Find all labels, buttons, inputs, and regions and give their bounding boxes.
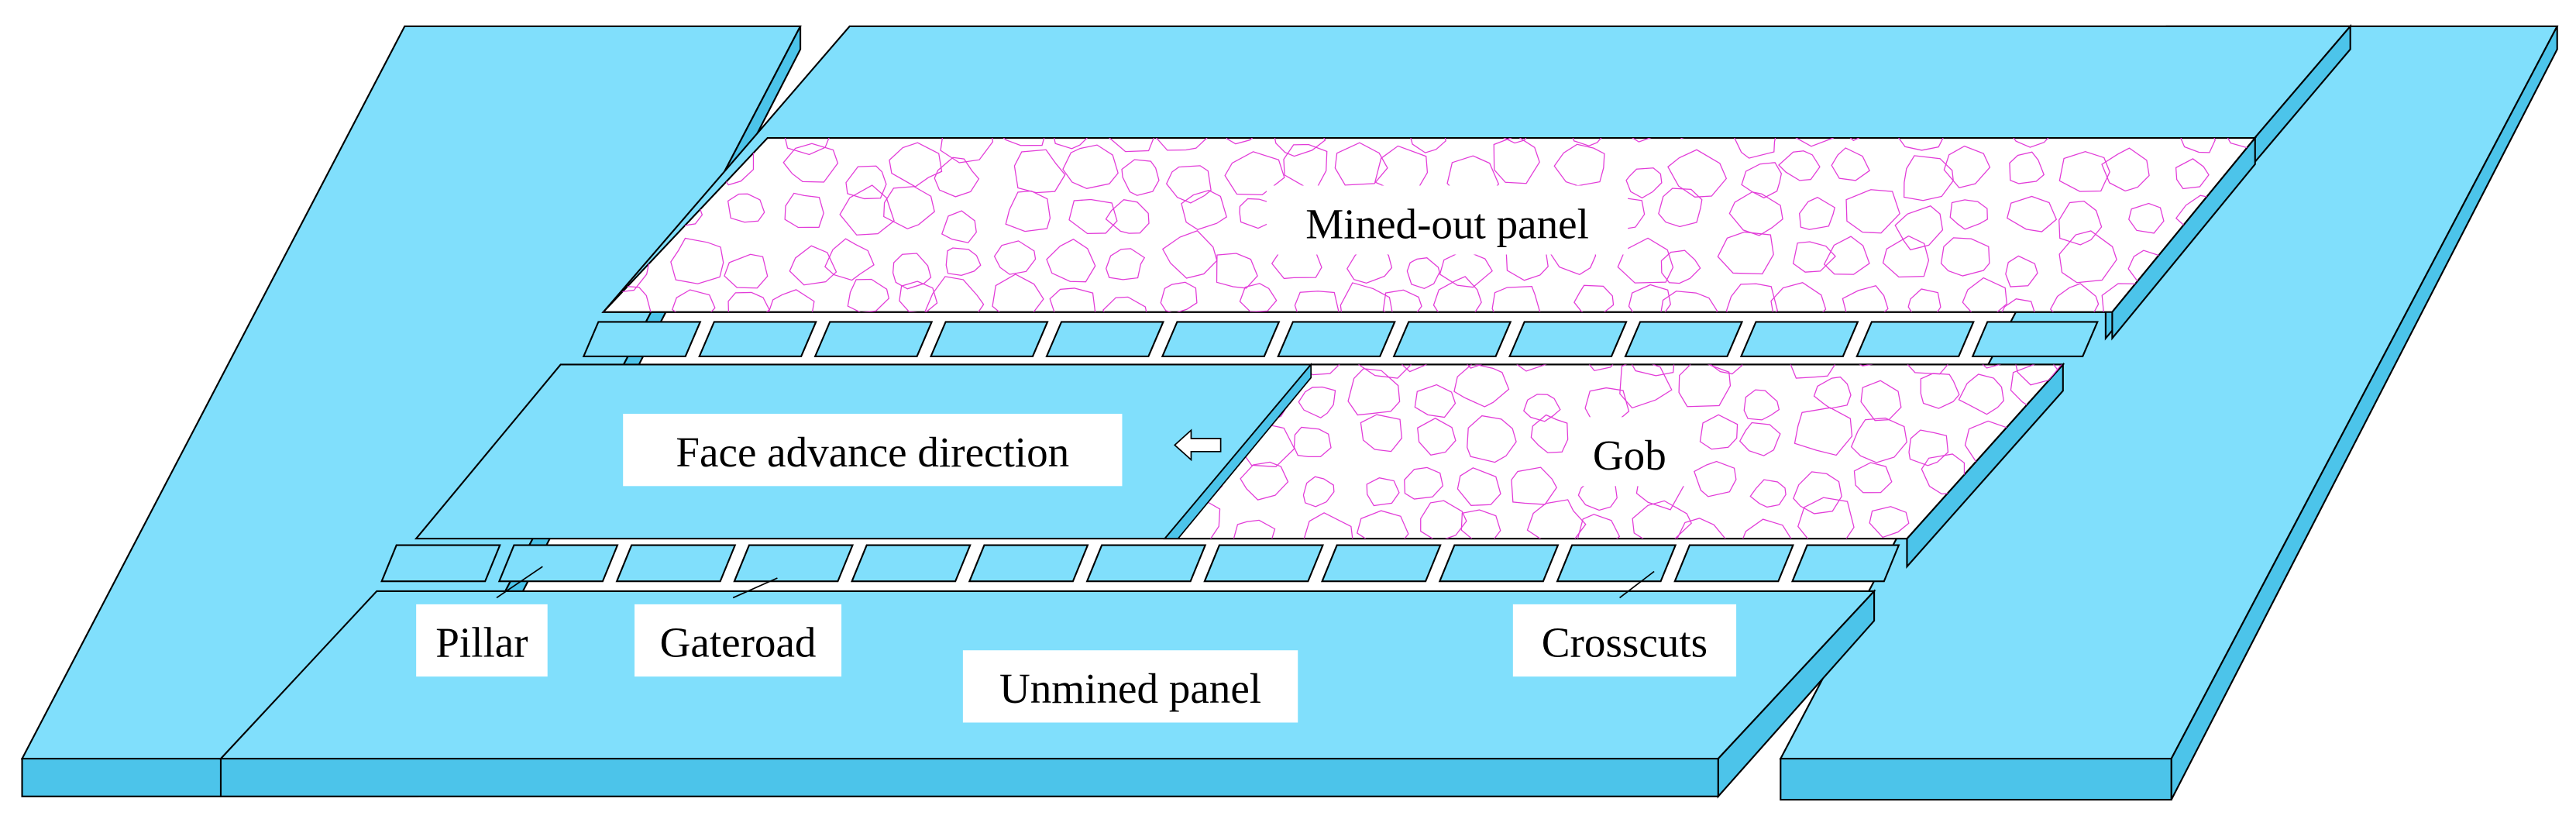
crosscut-pillar	[1438, 544, 1560, 583]
crosscut-pillar	[582, 321, 702, 357]
crosscut-pillar	[615, 544, 737, 583]
face-advance-direction-text: Face advance direction	[676, 428, 1069, 476]
crosscut-pillar	[380, 544, 501, 583]
leader-lines	[496, 566, 1655, 599]
label-gob: Gob	[1570, 417, 1689, 487]
crosscut-pillar	[1673, 544, 1794, 583]
crosscut-pillar	[1624, 321, 1744, 357]
crosscut-pillar	[1161, 321, 1281, 357]
crosscut-pillar	[813, 321, 934, 357]
crosscuts-text: Crosscuts	[1542, 619, 1708, 666]
crosscut-pillar	[1508, 321, 1628, 357]
face-advance-arrow-icon	[1174, 428, 1222, 462]
crosscut-pillar	[1045, 321, 1165, 357]
lower-gateroad-pillars	[380, 544, 1900, 583]
crosscut-pillar	[1855, 321, 1975, 357]
label-unmined-panel: Unmined panel	[962, 650, 1298, 723]
label-mined-out-panel: Mined-out panel	[1266, 185, 1628, 255]
right-barrier-pillar	[1779, 25, 2559, 801]
crosscut-pillar	[1790, 544, 1900, 583]
crosscut-pillar	[1203, 544, 1325, 583]
crosscut-pillar	[497, 544, 619, 583]
pillar-text: Pillar	[435, 619, 528, 666]
crosscut-pillar	[1085, 544, 1207, 583]
crosscut-pillar	[733, 544, 855, 583]
gob-text: Gob	[1593, 432, 1666, 479]
crosscut-pillar	[1392, 321, 1512, 357]
longwall-face	[1163, 363, 1312, 539]
crosscut-pillar	[698, 321, 817, 357]
unmined-panel-text: Unmined panel	[999, 665, 1261, 712]
unmined-panel-block	[218, 589, 1876, 799]
label-crosscuts: Crosscuts	[1512, 604, 1737, 677]
label-gateroad: Gateroad	[635, 604, 842, 677]
label-face-advance-direction: Face advance direction	[623, 414, 1123, 487]
gateroad-text: Gateroad	[660, 619, 817, 666]
label-pillar: Pillar	[416, 604, 548, 677]
crosscut-pillar	[1971, 321, 2099, 357]
crosscut-pillar	[1739, 321, 1859, 357]
crosscut-pillar	[1321, 544, 1442, 583]
crosscut-pillar	[1556, 544, 1677, 583]
mined-out-panel-text: Mined-out panel	[1305, 200, 1589, 247]
crosscut-pillar	[929, 321, 1049, 357]
crosscut-pillar	[968, 544, 1089, 583]
crosscut-pillar	[851, 544, 972, 583]
crosscut-pillar	[1277, 321, 1396, 357]
upper-gateroad-pillars	[582, 321, 2099, 357]
